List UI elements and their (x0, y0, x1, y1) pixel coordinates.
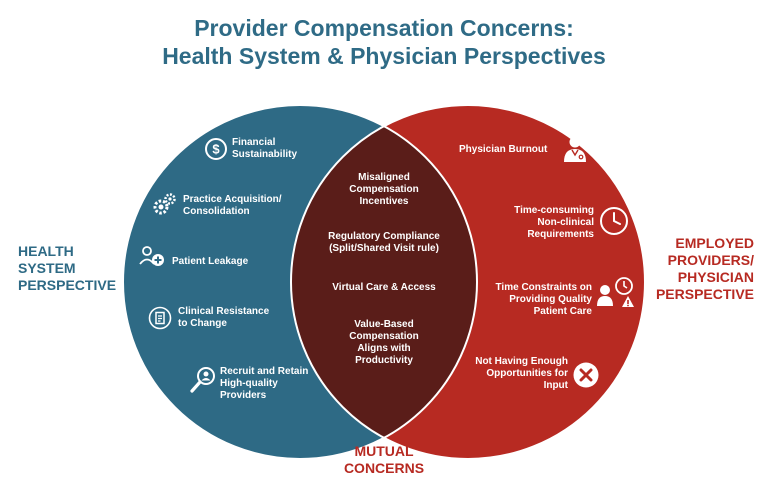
mutual-overlap (291, 105, 477, 459)
title-line-1: Provider Compensation Concerns: (194, 15, 574, 41)
title-line-2: Health System & Physician Perspectives (162, 43, 606, 69)
svg-text:$: $ (212, 142, 220, 157)
clipboard-icon (148, 306, 172, 335)
page-title: Provider Compensation Concerns: Health S… (0, 14, 768, 70)
clock-icon (599, 206, 629, 241)
gears-icon (150, 192, 178, 223)
person-clock-warning-icon (596, 276, 636, 317)
right-item-physician-burnout: Physician Burnout (459, 144, 548, 155)
physician-perspective-label: EMPLOYED PROVIDERS/ PHYSICIAN PERSPECTIV… (655, 235, 754, 302)
x-circle-icon (572, 361, 600, 394)
left-item-patient-leakage: Patient Leakage (172, 256, 249, 267)
mutual-item-virtual-care: Virtual Care & Access (332, 282, 436, 293)
left-item-practice-acquisition: Practice Acquisition/Consolidation (183, 194, 282, 217)
health-system-label: HEALTH SYSTEM PERSPECTIVE (18, 243, 117, 293)
mutual-concerns-label: MUTUAL CONCERNS (343, 443, 425, 476)
burnout-doctor-icon (560, 127, 590, 169)
dollar-coin-icon: $ (204, 137, 228, 166)
magnifier-person-icon (188, 365, 218, 400)
patient-plus-icon (138, 244, 166, 273)
mutual-item-regulatory-compliance: Regulatory Compliance(Split/Shared Visit… (328, 231, 440, 254)
